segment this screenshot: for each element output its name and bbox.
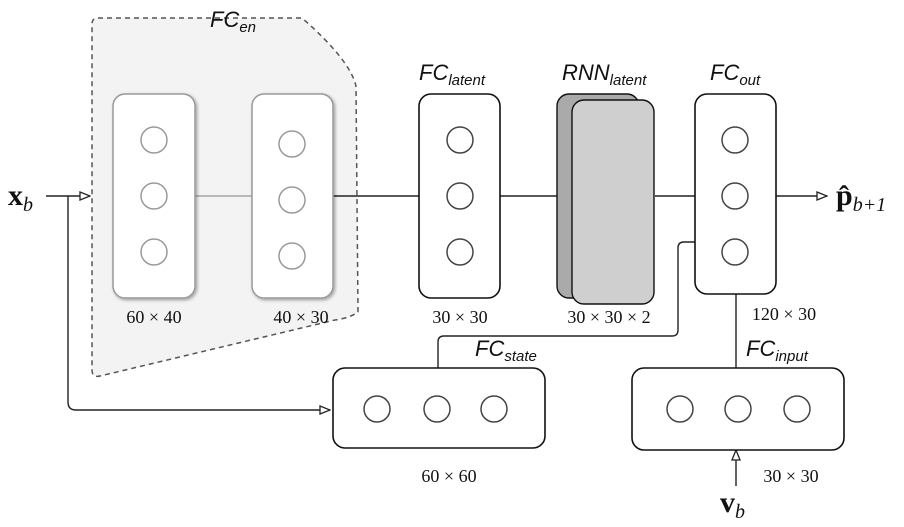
state-title: FCstate: [475, 336, 537, 365]
input-v-label: vb: [720, 486, 745, 523]
node: [140, 182, 168, 210]
node: [721, 238, 749, 266]
edge-state-to-out: [437, 241, 695, 368]
node: [278, 242, 306, 270]
node: [140, 238, 168, 266]
node: [480, 395, 508, 423]
node: [278, 186, 306, 214]
node: [140, 126, 168, 154]
node: [446, 126, 474, 154]
encoder-layer-1-size: 60 × 40: [126, 307, 181, 327]
encoder-layer-2-size: 40 × 30: [273, 307, 328, 327]
output-title: FCout: [710, 60, 761, 89]
node: [783, 395, 811, 423]
node: [278, 130, 306, 158]
node: [363, 395, 391, 423]
input-title: FCinput: [746, 336, 809, 365]
node: [423, 395, 451, 423]
node: [666, 395, 694, 423]
latent-title: FClatent: [419, 60, 486, 89]
rnn-title: RNNlatent: [562, 60, 647, 89]
node: [724, 395, 752, 423]
latent-size: 30 × 30: [432, 307, 487, 327]
node: [446, 238, 474, 266]
state-size: 60 × 60: [421, 466, 476, 486]
output-size: 120 × 30: [752, 304, 816, 324]
edge-x-to-state: [67, 196, 330, 410]
node: [446, 182, 474, 210]
node: [721, 182, 749, 210]
nodes: [140, 126, 811, 423]
node: [721, 126, 749, 154]
input-x-label: xb: [8, 179, 33, 216]
rnn-layer-front: [571, 99, 655, 305]
encoder-title: FCen: [210, 7, 256, 36]
prediction-label: p̂b+1: [836, 179, 886, 216]
input-size: 30 × 30: [763, 466, 818, 486]
connections: [46, 196, 827, 486]
rnn-size: 30 × 30 × 2: [567, 307, 650, 327]
